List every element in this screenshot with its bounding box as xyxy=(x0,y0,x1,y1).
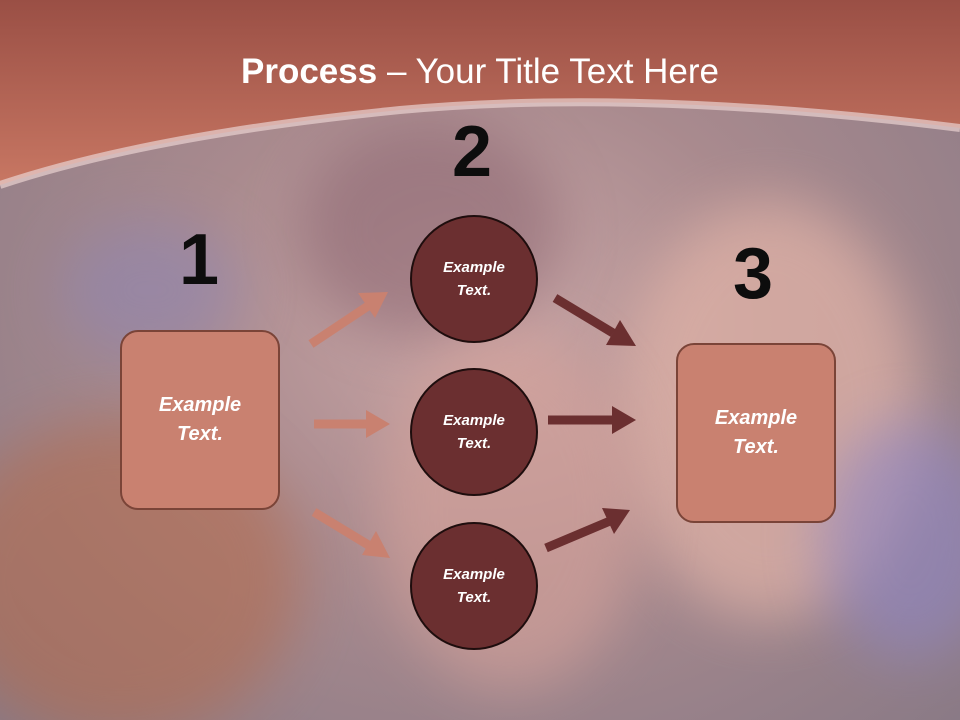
step-3-box: Example Text. xyxy=(676,343,836,523)
header-band xyxy=(0,0,960,189)
arrow-1-to-bottom xyxy=(311,508,390,558)
title-rest: – Your Title Text Here xyxy=(377,52,719,91)
step-2-circle-top: Example Text. xyxy=(410,215,538,343)
step-2-text-bottom: Example Text. xyxy=(443,566,505,606)
arrow-top-to-3 xyxy=(552,294,636,346)
step-1-text: Example Text. xyxy=(158,394,242,445)
step-number-3: 3 xyxy=(732,234,774,314)
slide-title: Process – Your Title Text Here xyxy=(0,52,960,92)
step-2-circle-middle: Example Text. xyxy=(410,368,538,496)
arrow-middle-to-3 xyxy=(548,406,636,434)
title-bold: Process xyxy=(241,52,378,91)
arrow-1-to-middle xyxy=(314,410,390,438)
step-2-text-middle: Example Text. xyxy=(443,412,505,452)
arrow-1-to-top xyxy=(308,292,388,348)
step-number-1: 1 xyxy=(178,220,220,300)
step-3-text: Example Text. xyxy=(714,407,798,458)
step-1-box: Example Text. xyxy=(120,330,280,510)
step-number-2: 2 xyxy=(451,112,493,192)
step-2-circle-bottom: Example Text. xyxy=(410,522,538,650)
step-2-text-top: Example Text. xyxy=(443,259,505,299)
background-photo-blur xyxy=(820,420,960,660)
arrow-bottom-to-3 xyxy=(544,508,630,553)
